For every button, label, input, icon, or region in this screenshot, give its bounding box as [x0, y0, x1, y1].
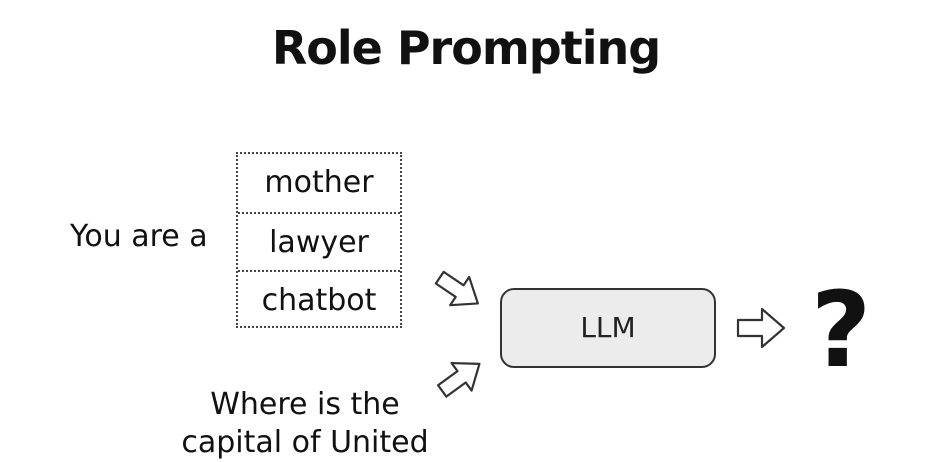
- roles-to-llm-arrow-icon: [434, 270, 479, 307]
- question-line-1: Where is the: [210, 387, 400, 422]
- llm-to-output-arrow-icon: [736, 307, 786, 349]
- question-line-2: capital of United: [181, 425, 429, 460]
- question-text: Where is the capital of United: [150, 386, 460, 462]
- role-options-box: mother lawyer chatbot: [236, 152, 402, 328]
- question-to-llm-arrow-icon: [436, 361, 481, 398]
- role-option-lawyer: lawyer: [238, 212, 400, 270]
- prefix-text: You are a: [70, 219, 208, 254]
- role-option-mother: mother: [264, 165, 374, 200]
- output-question-mark: ?: [810, 269, 872, 391]
- llm-box: LLM: [500, 288, 716, 368]
- role-option-chatbot: chatbot: [238, 270, 400, 328]
- diagram-title: Role Prompting: [271, 21, 661, 75]
